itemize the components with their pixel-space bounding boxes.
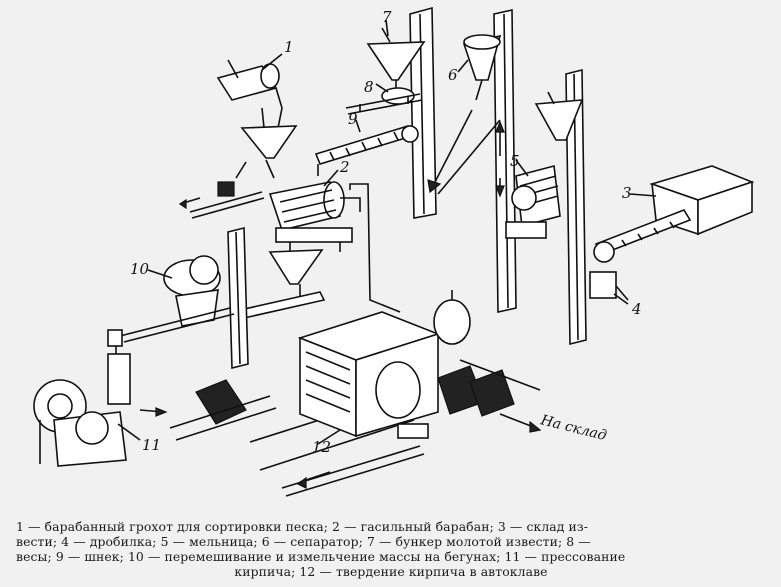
caption-line-1: 1 — барабанный грохот для сортировки пес… bbox=[16, 519, 589, 534]
process-diagram: 1 2 3 4 5 6 7 8 9 10 11 12 На склад bbox=[33, 6, 755, 497]
caption-line-3: весы; 9 — шнек; 10 — перемешивание и изм… bbox=[16, 549, 626, 564]
callout-5: 5 bbox=[510, 152, 520, 170]
mill-elevator bbox=[495, 68, 587, 346]
slaking-drum bbox=[238, 181, 401, 319]
callout-11: 11 bbox=[142, 436, 161, 454]
scales bbox=[345, 87, 423, 115]
callout-7: 7 bbox=[382, 8, 392, 26]
callout-3: 3 bbox=[622, 184, 632, 202]
callout-4: 4 bbox=[631, 300, 642, 318]
pan-mill bbox=[107, 226, 249, 370]
callout-10: 10 bbox=[130, 260, 150, 278]
callout-leaders bbox=[117, 19, 657, 445]
separator-elevator bbox=[427, 9, 517, 313]
callout-12: 12 bbox=[312, 438, 331, 456]
autoclave bbox=[297, 290, 542, 439]
callout-1: 1 bbox=[284, 38, 294, 56]
brick-stacks bbox=[169, 379, 415, 471]
track bbox=[281, 445, 425, 497]
callout-2: 2 bbox=[339, 158, 350, 176]
exit-label: На склад bbox=[538, 412, 608, 444]
caption-line-2: вести; 4 — дробилка; 5 — мельница; 6 — с… bbox=[16, 534, 591, 549]
lime-hopper-elevator bbox=[366, 6, 437, 219]
callout-6: 6 bbox=[448, 66, 458, 84]
callout-8: 8 bbox=[364, 78, 374, 96]
drum-screen bbox=[216, 59, 298, 179]
caption-line-4: кирпича; 12 — твердение кирпича в автокл… bbox=[234, 564, 548, 579]
auger bbox=[314, 125, 419, 176]
small-conveyor bbox=[178, 181, 265, 219]
callout-9: 9 bbox=[348, 110, 358, 128]
figure-caption: 1 — барабанный грохот для сортировки пес… bbox=[16, 519, 766, 579]
brick-press bbox=[33, 353, 168, 467]
crusher-conveyor bbox=[589, 209, 692, 301]
